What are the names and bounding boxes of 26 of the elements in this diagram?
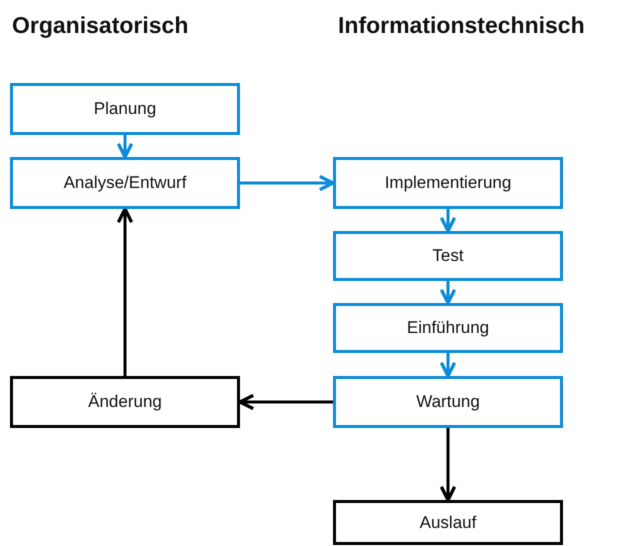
process-box — [333, 376, 563, 428]
arrow — [440, 353, 456, 378]
arrow — [238, 394, 333, 410]
box-label: Implementierung — [384, 173, 512, 193]
box-label: Einführung — [406, 318, 490, 338]
box-label: Änderung — [88, 392, 162, 412]
box-label: Test — [432, 246, 464, 266]
process-box — [10, 83, 240, 135]
arrow — [240, 174, 335, 192]
box-label: Wartung — [416, 392, 480, 412]
arrow — [116, 135, 134, 159]
arrow — [440, 428, 456, 502]
process-box — [10, 376, 240, 428]
process-box — [10, 157, 240, 209]
column-heading: Informationstechnisch — [338, 12, 585, 39]
column-heading: Organisatorisch — [12, 12, 188, 39]
process-box — [333, 500, 563, 545]
process-box — [333, 303, 563, 353]
arrow — [440, 281, 456, 305]
box-label: Planung — [94, 99, 156, 119]
box-label: Auslauf — [420, 512, 476, 532]
process-box — [333, 231, 563, 281]
process-box — [333, 157, 563, 209]
arrow — [116, 207, 134, 376]
box-label: Analyse/Entwurf — [64, 173, 186, 193]
arrow — [440, 209, 456, 233]
